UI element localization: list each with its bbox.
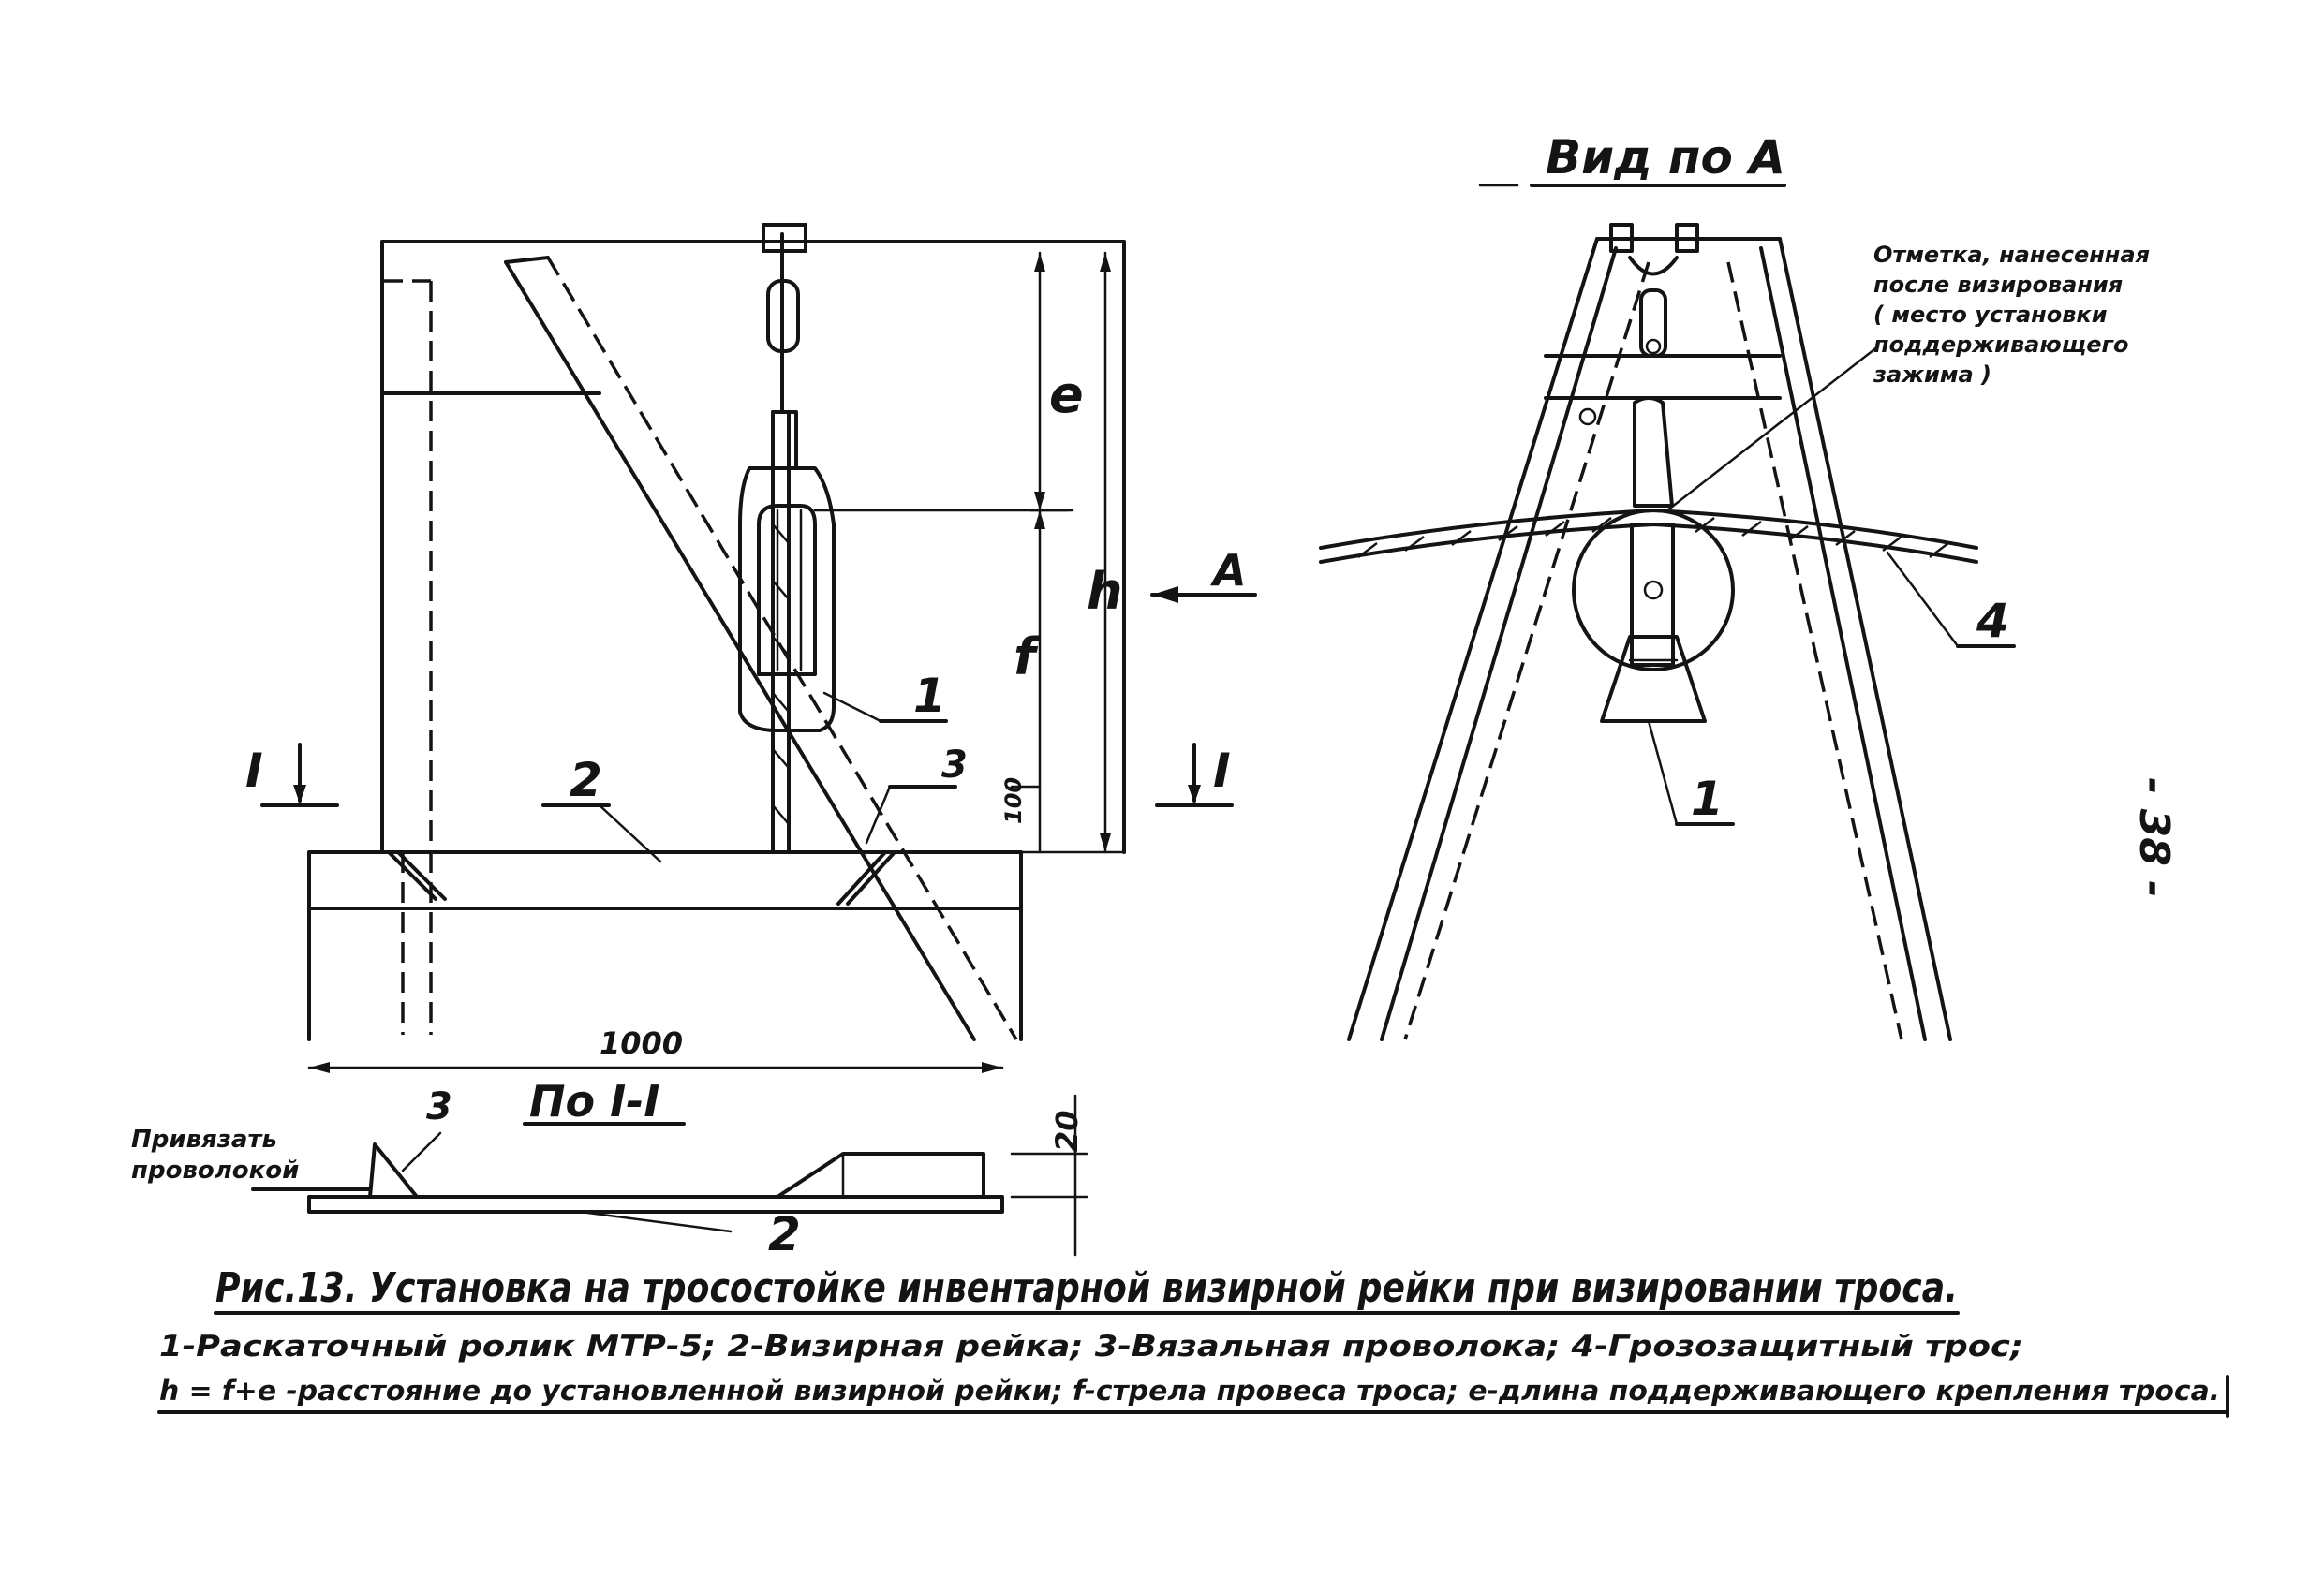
callout-3-side: 3	[941, 744, 968, 787]
dim-e-label: e	[1049, 365, 1084, 424]
wire-tie-note-line1: Привязать	[131, 1126, 277, 1154]
dim-1000-label: 1000	[600, 1025, 683, 1061]
callout-2-section: 2	[768, 1207, 801, 1261]
page-number: - 38 -	[2130, 777, 2178, 897]
dim-20-label: 20	[1049, 1110, 1085, 1152]
view-a-title: Вид по А	[1546, 130, 1785, 184]
marking-note-line4: поддерживающего	[1873, 332, 2129, 358]
marking-note-line3: ( место установки	[1873, 302, 2108, 328]
side-view: e h f 100 1000 A I I 1 2 3	[245, 223, 1257, 1073]
caption-line2: h = f+e -расстояние до установленной виз…	[159, 1375, 2220, 1407]
dim-h-label: h	[1087, 562, 1122, 621]
figure-caption: Рис.13. Установка на тросостойке инвента…	[157, 1264, 2229, 1418]
caption-line1: 1-Раскаточный ролик МТР-5; 2-Визирная ре…	[159, 1330, 2023, 1364]
dim-f-label: f	[1014, 627, 1042, 686]
callout-1-side: 1	[913, 669, 946, 723]
callout-2-side: 2	[570, 753, 602, 807]
caption-title: Рис.13. Установка на тросостойке инвента…	[215, 1264, 1958, 1312]
callout-1-view-a: 1	[1691, 772, 1724, 826]
marking-note-line5: зажима )	[1873, 361, 1991, 388]
section-mark-left: I	[245, 744, 263, 798]
marking-note-line1: Отметка, нанесенная	[1873, 242, 2150, 268]
dim-100-label: 100	[1000, 777, 1027, 824]
section-i-i: По I-I Привязать проволокой 3 2 20	[131, 1076, 1088, 1261]
wire-tie-note-line2: проволокой	[131, 1157, 299, 1185]
callout-4-view-a: 4	[1976, 594, 2009, 648]
view-a: Вид по А Отметка, нанесенная после визир…	[1319, 130, 2150, 1041]
view-arrow-a-label: A	[1210, 545, 1247, 596]
callout-3-section: 3	[426, 1085, 452, 1128]
marking-note-line2: после визирования	[1873, 272, 2123, 298]
section-title: По I-I	[529, 1076, 659, 1127]
section-mark-right: I	[1213, 744, 1231, 798]
